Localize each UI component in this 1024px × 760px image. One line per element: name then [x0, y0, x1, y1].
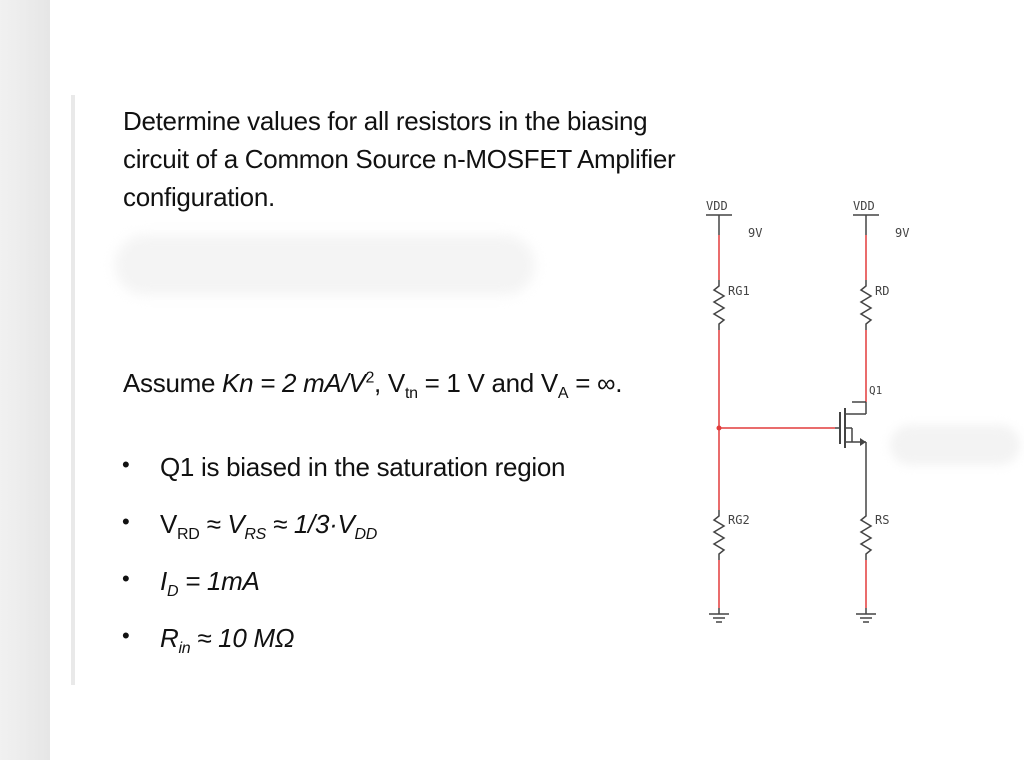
right-branch: VDD 9V RD Q1 RS [835, 199, 909, 623]
problem-line: circuit of a Common Source n-MOSFET Ampl… [123, 144, 676, 174]
vtn-label: , V [374, 368, 405, 398]
ground-symbol [709, 608, 729, 623]
resistor-rs [859, 510, 873, 560]
rg1-label: RG1 [728, 284, 750, 298]
ground-symbol [856, 608, 876, 623]
va-value: = ∞. [568, 368, 623, 398]
saturation-text: Q1 is biased in the saturation region [160, 452, 566, 482]
va-subscript: A [557, 385, 569, 403]
vrs-symbol: ≈ V [199, 509, 245, 539]
requirements-list: Q1 is biased in the saturation region VR… [120, 452, 565, 680]
rin-symbol: R [160, 623, 179, 653]
vdd-subscript: DD [354, 526, 378, 544]
slide-edge [71, 95, 75, 685]
problem-statement: Determine values for all resistors in th… [123, 102, 683, 216]
kn-exponent: 2 [365, 369, 375, 387]
vrd-symbol: V [160, 509, 178, 539]
list-item: VRD ≈ VRS ≈ 1/3·VDD [120, 509, 565, 566]
vrs-subscript: RS [244, 526, 267, 544]
supply-voltage: 9V [895, 226, 909, 240]
circuit-schematic: VDD 9V RG1 RG2 VDD 9V RD [706, 199, 909, 623]
left-branch: VDD 9V RG1 RG2 [706, 199, 762, 623]
rd-label: RD [875, 284, 889, 298]
resistor-rd [859, 280, 873, 330]
left-gutter [0, 0, 50, 760]
kn-value: Kn = 2 mA/V [222, 368, 366, 398]
mosfet-q1: Q1 [835, 384, 882, 448]
problem-line: Determine values for all resistors in th… [123, 106, 648, 136]
rs-label: RS [875, 513, 889, 527]
list-item: Rin ≈ 10 MΩ [120, 623, 565, 680]
id-symbol: I [160, 566, 167, 596]
list-item: ID = 1mA [120, 566, 565, 623]
problem-line: configuration. [123, 182, 275, 212]
list-item: Q1 is biased in the saturation region [120, 452, 565, 509]
vdd-label: VDD [706, 199, 728, 213]
id-subscript: D [166, 583, 179, 601]
smudge-mark [115, 235, 535, 295]
vdd-fraction: ≈ 1/3·V [266, 509, 355, 539]
assume-prefix: Assume [123, 368, 223, 398]
rin-subscript: in [178, 640, 191, 658]
q1-label: Q1 [869, 384, 882, 397]
vdd-label: VDD [853, 199, 875, 213]
smudge-mark [890, 425, 1020, 465]
rg2-label: RG2 [728, 513, 750, 527]
rin-value: ≈ 10 MΩ [190, 623, 295, 653]
id-value: = 1mA [178, 566, 260, 596]
vtn-subscript: tn [404, 385, 418, 403]
vtn-value: = 1 V and V [417, 368, 559, 398]
assumption-line: Assume Kn = 2 mA/V2, Vtn = 1 V and VA = … [123, 368, 622, 403]
vrd-subscript: RD [177, 526, 200, 544]
resistor-rg1 [712, 280, 726, 330]
supply-voltage: 9V [748, 226, 762, 240]
resistor-rg2 [712, 510, 726, 560]
